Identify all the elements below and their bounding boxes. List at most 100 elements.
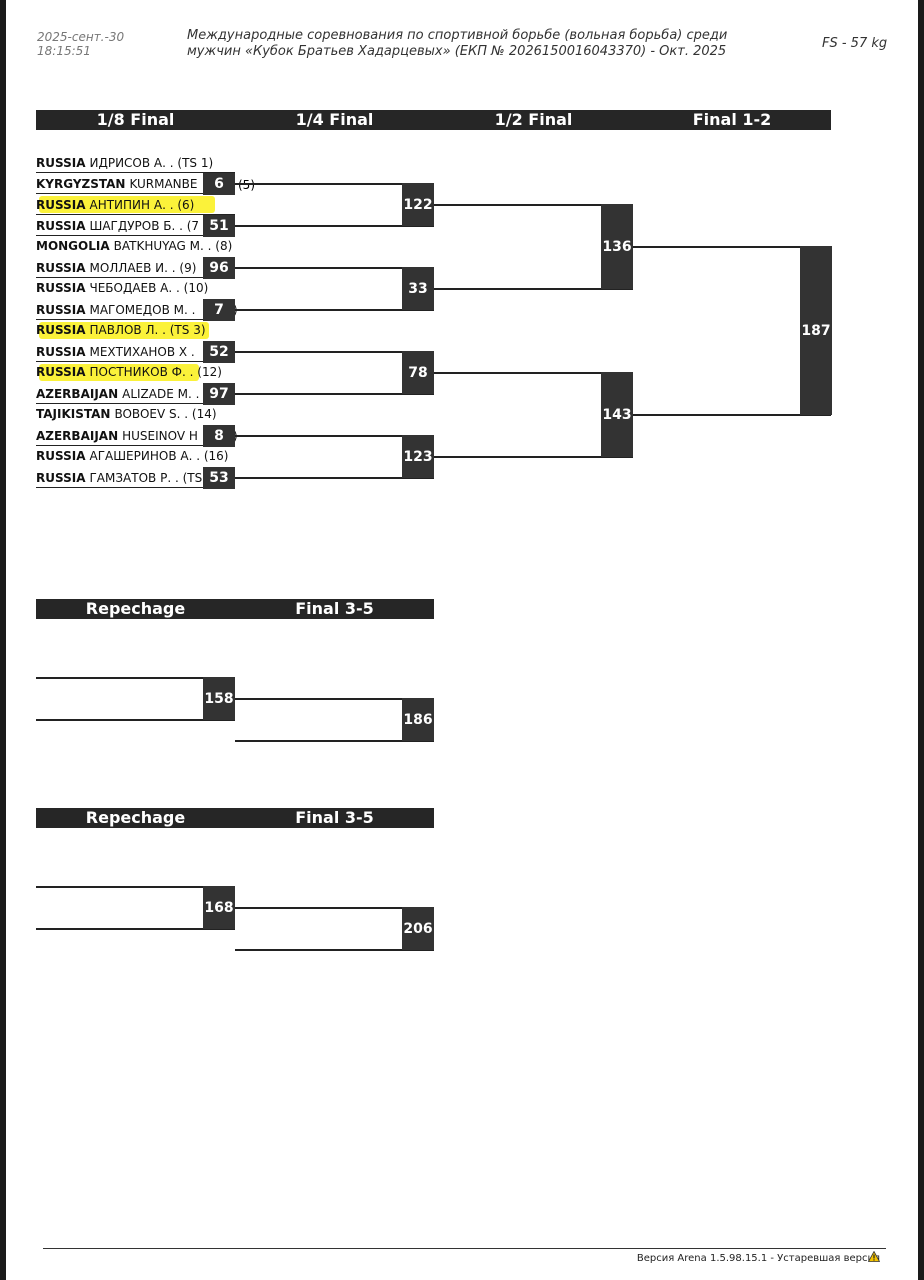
bout-number: 143 (601, 372, 633, 457)
bracket-line (235, 309, 434, 311)
bout-number: 7 (203, 299, 235, 321)
print-time: 18:15:51 (37, 44, 91, 58)
bracket-line (235, 907, 434, 909)
athlete-country: MONGOLIA (36, 239, 110, 253)
bracket-line (235, 183, 434, 185)
weight-category: FS - 57 kg (822, 36, 888, 51)
bracket-line (235, 351, 434, 353)
bout-number: 33 (402, 267, 434, 310)
bracket-line (633, 246, 831, 248)
bout-number: 97 (203, 383, 235, 405)
bronze-final-header: Final 3-5 (235, 808, 434, 828)
bracket-line (434, 456, 633, 458)
bracket-line (235, 949, 434, 951)
bout-number: 6 (203, 173, 235, 195)
athlete-country: RUSSIA (36, 281, 86, 295)
athlete-country: RUSSIA (36, 156, 86, 170)
bracket-line (434, 372, 633, 374)
athlete-name: ALIZADE M. . (122, 387, 200, 401)
athlete-name: BOBOEV S. . (14) (114, 407, 217, 421)
bout-number: 8 (203, 425, 235, 447)
bout-number: 96 (203, 257, 235, 279)
athlete-country: RUSSIA (36, 471, 86, 485)
athlete-country: RUSSIA (36, 198, 86, 212)
athlete-country: RUSSIA (36, 365, 86, 379)
athlete-name: ПОСТНИКОВ Ф. . (12) (89, 365, 222, 379)
repechage-header: Repechage (36, 808, 235, 828)
round-header-qf: 1/4 Final (235, 110, 434, 130)
bracket-line (36, 928, 235, 930)
athlete-country: TAJIKISTAN (36, 407, 111, 421)
bout-number: 53 (203, 467, 235, 489)
print-datetime: 2025-сент.-30 18:15:51 (37, 30, 124, 58)
athlete-name: ЧЕБОДАЕВ А. . (10) (89, 281, 209, 295)
bracket-line (235, 477, 434, 479)
athlete-country: AZERBAIJAN (36, 387, 119, 401)
bout-number: 78 (402, 351, 434, 394)
athlete-name: ИДРИСОВ А. . (TS 1) (89, 156, 214, 170)
bracket-sheet: 2025-сент.-30 18:15:51 Международные сор… (6, 0, 918, 1280)
round-header-r16: 1/8 Final (36, 110, 235, 130)
athlete-name: KURMANBE (129, 177, 198, 191)
bracket-line (235, 740, 434, 742)
athlete-country: RUSSIA (36, 345, 86, 359)
athlete-name: HUSEINOV H (122, 429, 198, 443)
athlete-name: BATKHUYAG M. . (8) (113, 239, 233, 253)
bracket-line (36, 677, 235, 679)
bracket-line (633, 414, 831, 416)
highlight-marker (39, 196, 215, 213)
athlete-country: RUSSIA (36, 449, 86, 463)
bracket-line (434, 204, 633, 206)
footer-divider (43, 1248, 886, 1249)
highlight-marker (39, 322, 209, 339)
athlete-country: RUSSIA (36, 261, 86, 275)
final-bout-number: 187 (800, 246, 832, 415)
bout-number: 52 (203, 341, 235, 363)
bracket-line (235, 698, 434, 700)
bout-number: 123 (402, 435, 434, 478)
bronze-bout-number: 186 (402, 698, 434, 741)
athlete-country: AZERBAIJAN (36, 429, 119, 443)
competition-title-line2: мужчин «Кубок Братьев Хадарцевых» (ЕКП №… (187, 44, 727, 59)
bracket-line (36, 719, 235, 721)
bronze-final-header: Final 3-5 (235, 599, 434, 619)
athlete-country: RUSSIA (36, 323, 86, 337)
print-date: 2025-сент.-30 (37, 30, 125, 44)
bracket-line (235, 225, 434, 227)
highlight-marker (39, 364, 199, 381)
competition-title: Международные соревнования по спортивной… (187, 28, 787, 60)
repechage-header: Repechage (36, 599, 235, 619)
athlete-country: KYRGYZSTAN (36, 177, 126, 191)
athlete-seed-suffix: (5) (238, 178, 255, 192)
bracket-line (235, 435, 434, 437)
athlete-name: МОЛЛАЕВ И. . (9) (89, 261, 197, 275)
athlete-name: ГАМЗАТОВ Р. . (TS (89, 471, 203, 485)
athlete-name: ШАГДУРОВ Б. . (7 (89, 219, 200, 233)
version-text: Версия Arena 1.5.98.15.1 - Устаревшая ве… (636, 1253, 880, 1264)
bout-number: 51 (203, 215, 235, 237)
athlete-name: МАГОМЕДОВ М. . (89, 303, 196, 317)
bracket-line (235, 267, 434, 269)
athlete-name: АНТИПИН А. . (6) (89, 198, 195, 212)
bout-number: 122 (402, 183, 434, 226)
bracket-line (36, 886, 235, 888)
repechage-bout-number: 168 (203, 886, 235, 929)
athlete-name: АГАШЕРИНОВ А. . (16) (89, 449, 229, 463)
bronze-bout-number: 206 (402, 907, 434, 950)
athlete-country: RUSSIA (36, 219, 86, 233)
